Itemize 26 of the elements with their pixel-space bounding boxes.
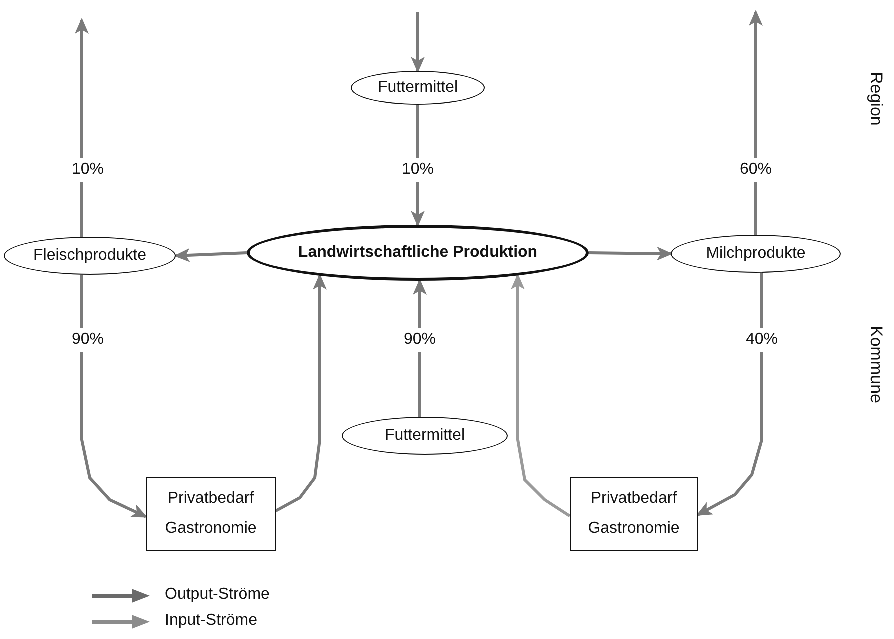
zone-label: Kommune (866, 326, 886, 404)
arrow (588, 246, 673, 261)
process-box (146, 477, 276, 551)
arrow (80, 274, 148, 518)
legend-label: Output-Ströme (165, 586, 270, 604)
node-label: Fleischprodukte (32, 246, 148, 266)
node-label: Landwirtschaftliche Produktion (297, 243, 539, 263)
node-label: Privatbedarf Gastronomie (164, 488, 258, 539)
edge-label: 40% (744, 328, 780, 352)
arrow (275, 274, 327, 512)
arrow (174, 248, 248, 262)
node-label: Privatbedarf Gastronomie (587, 488, 681, 539)
edge-label: 60% (738, 158, 774, 182)
arrow (75, 18, 89, 238)
legend-label: Input-Ströme (165, 612, 258, 630)
zone-label: Region (866, 72, 886, 126)
node-label: Milchprodukte (705, 244, 807, 264)
node-label: Futtermittel (376, 78, 459, 98)
arrow (696, 273, 764, 516)
process-box (570, 477, 698, 551)
arrow (411, 12, 425, 73)
node-label: Futtermittel (384, 426, 466, 446)
arrow (749, 10, 763, 235)
arrow (511, 274, 571, 518)
edge-label: 90% (402, 328, 438, 352)
edge-label: 90% (70, 328, 106, 352)
